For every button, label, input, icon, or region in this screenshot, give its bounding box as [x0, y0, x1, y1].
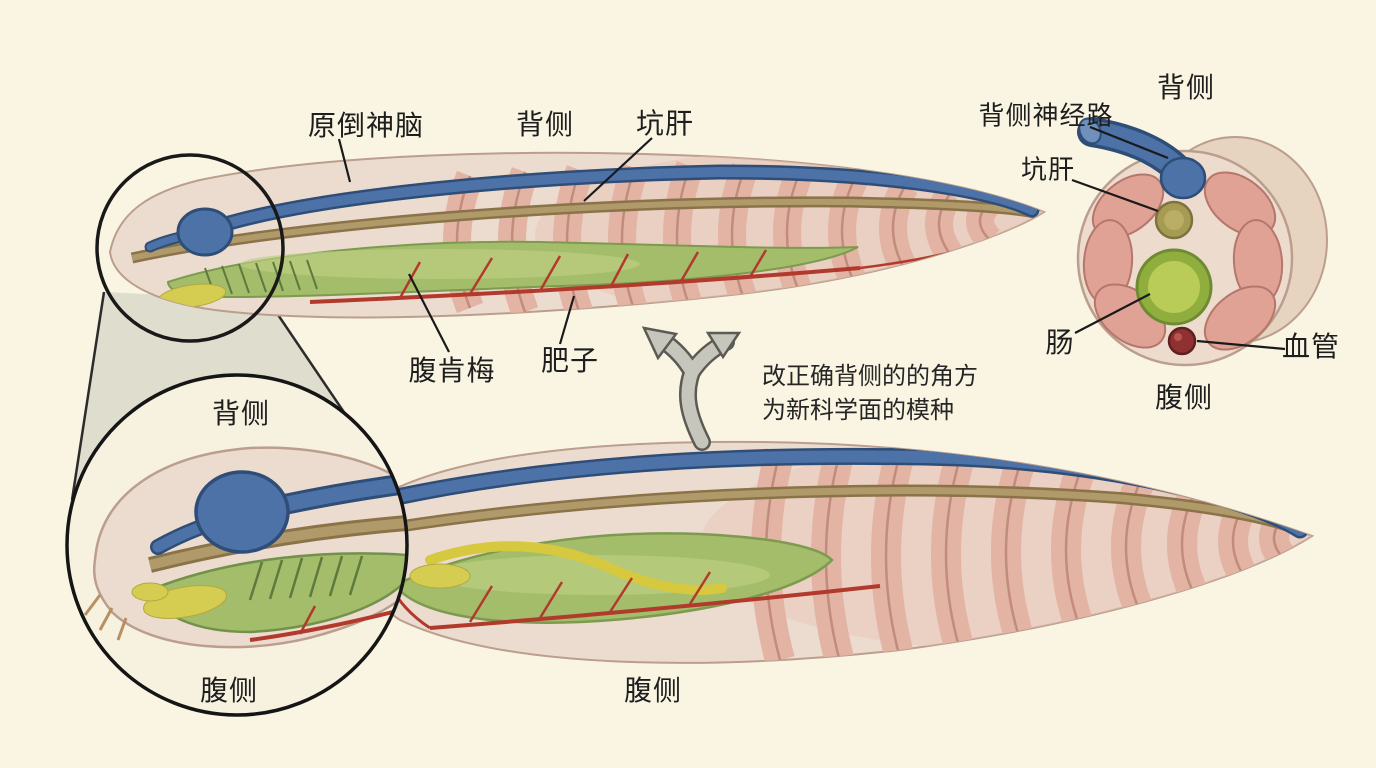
magnifier-source-circle: [95, 153, 285, 343]
annotation-line1: 改正确背侧的的角方: [762, 362, 978, 390]
label-cs-liver: 坑肝: [1020, 155, 1076, 186]
top-organism-illustration: [108, 151, 1047, 319]
annotation-line2: 为新科学面的模种: [762, 395, 954, 424]
bottom-endostyle: [425, 541, 727, 595]
cross-section-muscles: [1082, 171, 1284, 351]
split-arrow: [641, 326, 742, 451]
label-top-nerve-cord: 原倒神脑: [307, 109, 425, 142]
label-inset-dorsal: 背侧: [211, 397, 271, 430]
label-cs-nerve-tube: 背侧神经路: [978, 101, 1114, 132]
leader-lines: [337, 125, 1286, 353]
inset-gill-slits: [248, 555, 364, 601]
label-cs-dorsal: 背侧: [1156, 71, 1216, 104]
label-top-ventral-organ: 腹肯梅: [408, 354, 496, 387]
annotation-text-block: 改正确背侧的的角方 为新科学面的模种: [762, 360, 978, 427]
cross-section-illustration: [1076, 117, 1328, 367]
inset-pharynx: [148, 552, 407, 634]
cross-section-vessel: [1167, 326, 1197, 356]
bottom-organism-illustration: [355, 440, 1315, 664]
label-cs-gut: 肠: [1045, 326, 1075, 359]
label-cs-ventral: 腹侧: [1154, 381, 1214, 414]
label-top-dorsal: 背侧: [515, 108, 575, 141]
label-cs-vessel: 血管: [1281, 330, 1341, 363]
label-bottom-ventral: 腹侧: [623, 674, 683, 707]
magnifier-target-circle: [65, 373, 409, 717]
inset-cirri: [83, 594, 128, 641]
top-brain-vesicle: [176, 207, 234, 257]
label-top-vessel: 肥子: [540, 344, 600, 377]
bottom-blood-vessels: [390, 571, 881, 630]
label-inset-ventral: 腹侧: [199, 674, 259, 707]
inset-brain-vesicle: [194, 470, 290, 554]
label-top-liver: 坑肝: [635, 107, 695, 140]
inset-illustration: [65, 373, 409, 717]
